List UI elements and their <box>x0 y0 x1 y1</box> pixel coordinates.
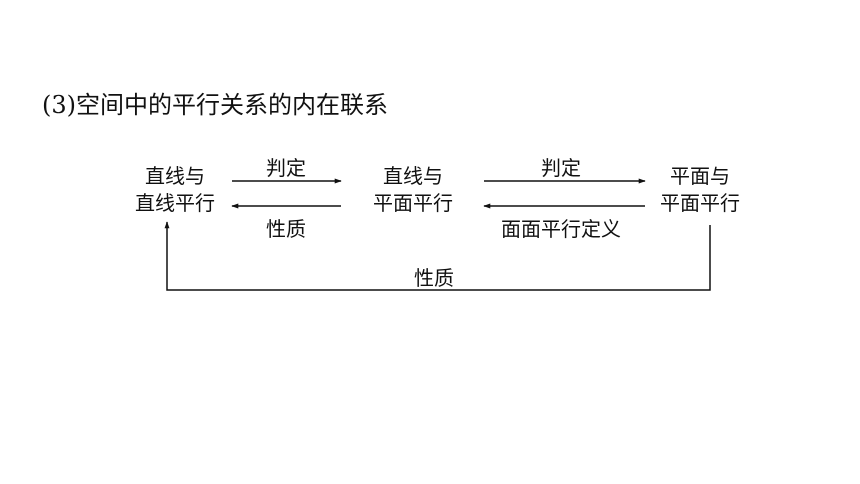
edge-label-pp-to-lp: 面面平行定义 <box>501 217 621 241</box>
node-plane-plane-line2: 平面平行 <box>660 191 740 215</box>
node-plane-plane: 平面与 平面平行 <box>647 163 753 217</box>
node-plane-plane-line1: 平面与 <box>670 164 730 188</box>
edge-label-lp-to-pp: 判定 <box>541 156 581 180</box>
edge-label-pp-to-ll: 性质 <box>414 266 454 290</box>
node-line-line-line2: 直线平行 <box>135 191 215 215</box>
edge-label-lp-to-ll: 性质 <box>266 217 306 241</box>
node-line-line-line1: 直线与 <box>145 164 205 188</box>
edge-label-ll-to-lp: 判定 <box>266 156 306 180</box>
node-line-line: 直线与 直线平行 <box>122 163 228 217</box>
node-line-plane-line1: 直线与 <box>383 164 443 188</box>
node-line-plane: 直线与 平面平行 <box>360 163 466 217</box>
arrow-pp-to-ll <box>164 221 711 291</box>
node-line-plane-line2: 平面平行 <box>373 191 453 215</box>
section-title: (3)空间中的平行关系的内在联系 <box>42 91 388 119</box>
